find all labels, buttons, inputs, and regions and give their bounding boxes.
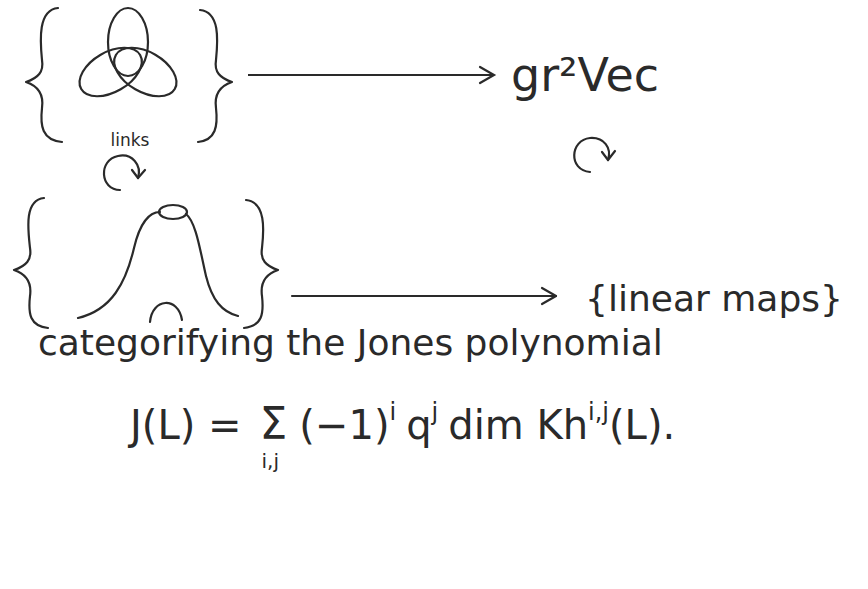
node-label: {linear maps} — [585, 278, 843, 319]
arrow-head — [542, 288, 556, 304]
arrow-head — [480, 67, 494, 83]
link-set: links — [20, 0, 240, 150]
superscript: i,j — [588, 398, 609, 426]
sum-index: i,j — [262, 449, 279, 473]
formula-text: (−1) — [299, 402, 389, 448]
right-brace — [198, 10, 232, 142]
functor-arrow — [292, 295, 556, 297]
formula-text: (L). — [609, 402, 675, 448]
superscript: i — [390, 398, 397, 426]
trefoil-knot — [71, 8, 185, 106]
functor-arrow — [248, 67, 494, 83]
node-label: gr²Vec — [511, 48, 659, 102]
arrow-head — [132, 170, 145, 178]
arrow-head — [602, 151, 615, 160]
superscript: j — [432, 398, 439, 426]
connector-line — [248, 74, 494, 76]
right-brace — [244, 200, 278, 328]
heading-text: categorifying the Jones polynomial — [38, 322, 663, 363]
node-label: links — [111, 130, 150, 150]
sum-group: Σi,j — [260, 398, 288, 449]
sum-symbol: Σ — [260, 398, 288, 449]
left-brace — [26, 8, 62, 142]
formula-text: q — [406, 402, 431, 448]
left-brace — [14, 198, 48, 328]
formula-text: J(L) = — [130, 402, 242, 448]
target-set: {linear maps} — [566, 268, 862, 328]
formula: J(L) = Σi,j (−1)iqj dim Khi,j(L). — [130, 398, 675, 449]
formula-text: dim Kh — [448, 402, 588, 448]
cobordism — [78, 205, 238, 322]
target-category: gr²Vec — [500, 40, 670, 110]
